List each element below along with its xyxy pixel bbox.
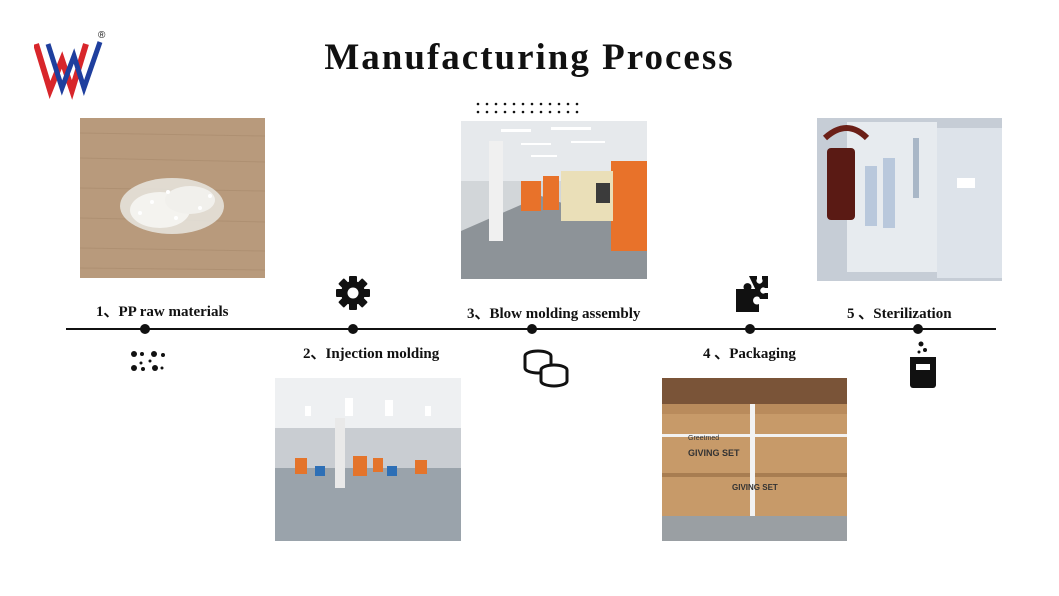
timeline-dot-5 xyxy=(913,324,923,334)
gear-icon xyxy=(335,275,371,311)
step-2-label: 2、Injection molding xyxy=(303,346,440,362)
step-5-label: 5 、Sterilization xyxy=(847,306,952,322)
box-brand-text: Greetmed xyxy=(688,435,719,442)
timeline-dot-1 xyxy=(140,324,150,334)
pp-raw-materials-photo xyxy=(80,118,265,278)
dotted-decoration xyxy=(476,101,586,119)
company-logo: ® xyxy=(33,30,110,100)
blow-molding-assembly-photo xyxy=(461,121,647,279)
scatter-dots-icon xyxy=(130,348,166,374)
box-product-text-2: GIVING SET xyxy=(732,483,778,492)
timeline-dot-3 xyxy=(527,324,537,334)
step-4-label: 4 、Packaging xyxy=(703,346,796,362)
timeline-dot-2 xyxy=(348,324,358,334)
coin-stack-icon xyxy=(522,348,570,388)
puzzle-pieces-icon xyxy=(734,275,772,313)
step-3-label: 3、Blow molding assembly xyxy=(467,306,641,322)
timeline-dot-4 xyxy=(745,324,755,334)
step-1-label: 1、PP raw materials xyxy=(96,304,229,320)
beaker-icon xyxy=(907,340,939,390)
page-title: Manufacturing Process xyxy=(324,37,735,78)
sterilization-photo xyxy=(817,118,1002,281)
registered-mark: ® xyxy=(98,30,106,41)
box-product-text: GIVING SET xyxy=(688,448,740,458)
injection-molding-photo xyxy=(275,378,461,541)
packaging-photo: Greetmed GIVING SET GIVING SET xyxy=(662,378,847,541)
